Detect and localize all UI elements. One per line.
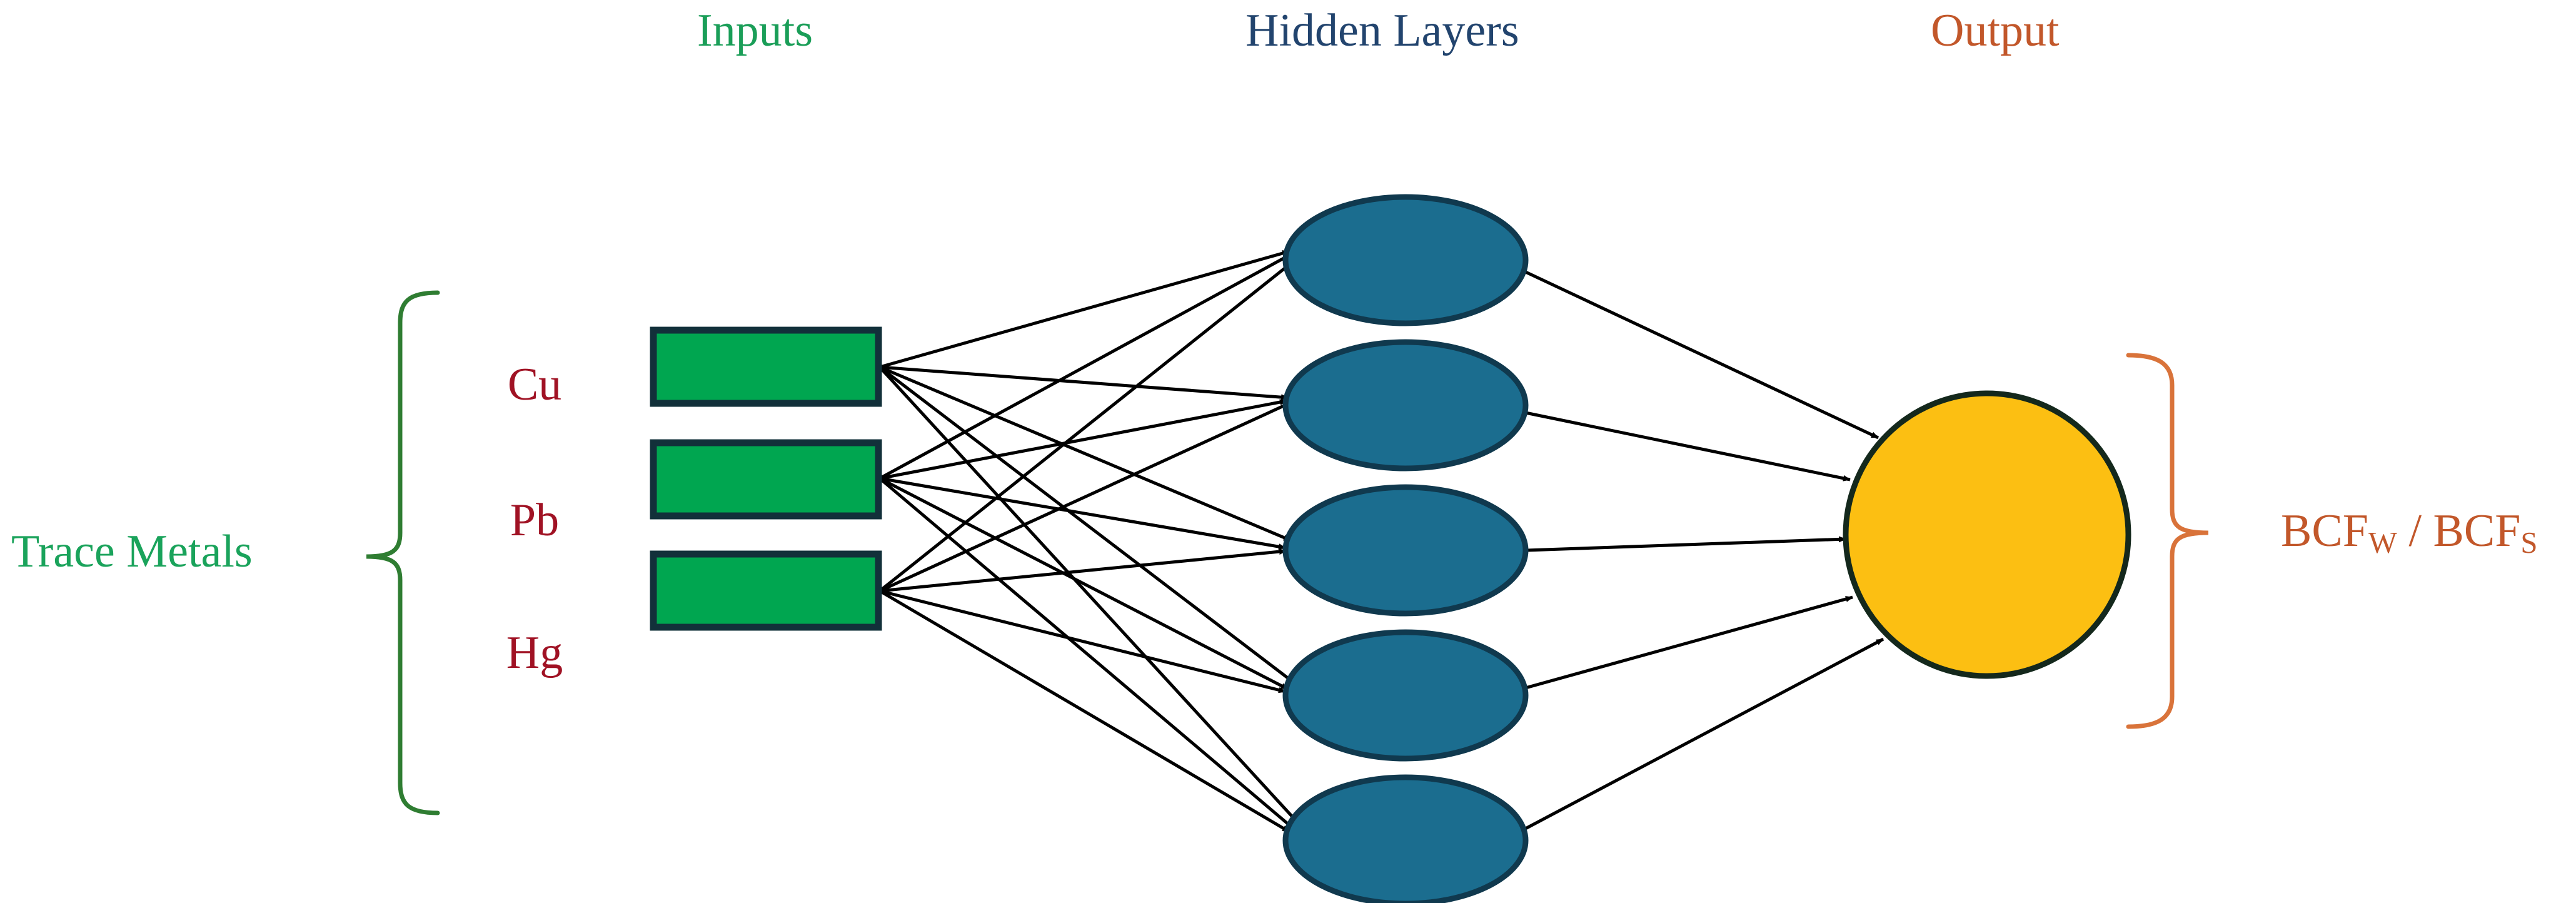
column-header-inputs: Inputs: [697, 5, 813, 56]
edge-cu-h3: [879, 365, 1291, 542]
edge-h4-out: [1525, 595, 1853, 690]
hidden-node-group: [1282, 194, 1529, 903]
trace-metals-label: Trace Metals: [11, 526, 253, 577]
edge-group-hidden-to-output: [1523, 270, 1884, 831]
output-value-subscript-w: W: [2368, 525, 2397, 560]
edge-cu-h5: [878, 366, 1301, 825]
hidden-node-1[interactable]: [1282, 194, 1529, 326]
input-label-hg: Hg: [506, 627, 563, 679]
edge-h1-out: [1523, 270, 1879, 440]
output-value-separator: /: [2397, 505, 2433, 557]
edge-h3-out: [1526, 536, 1846, 552]
output-node-bcf[interactable]: [1843, 390, 2131, 679]
hidden-node-4[interactable]: [1282, 629, 1529, 762]
column-header-hidden-layers: Hidden Layers: [1245, 5, 1519, 56]
input-label-cu: Cu: [507, 359, 562, 410]
output-node-group: [1843, 390, 2131, 679]
input-node-cu[interactable]: [650, 326, 882, 407]
input-node-hg[interactable]: [650, 550, 882, 631]
edge-hg-h2: [878, 401, 1292, 593]
edge-pb-h2: [879, 399, 1287, 480]
input-label-pb: Pb: [510, 495, 560, 546]
hidden-node-2[interactable]: [1282, 339, 1529, 472]
output-value-subscript-s: S: [2520, 525, 2538, 560]
edge-hg-h3: [879, 548, 1287, 593]
edge-group-input-to-hidden: [878, 250, 1301, 834]
output-brace: [2126, 353, 2209, 729]
edge-hg-h4: [879, 589, 1286, 694]
input-node-pb[interactable]: [650, 439, 882, 520]
edge-h2-out: [1525, 411, 1851, 482]
output-value-prefix-2: BCF: [2433, 505, 2521, 557]
input-node-group: [650, 326, 882, 631]
hidden-node-3[interactable]: [1282, 484, 1529, 617]
edge-h5-out: [1523, 637, 1884, 831]
output-value-prefix-1: BCF: [2281, 505, 2368, 557]
edge-hg-h5: [878, 589, 1291, 834]
trace-metals-brace: [366, 290, 440, 815]
edge-cu-h4: [878, 366, 1296, 684]
output-value-label: BCFW / BCFS: [2281, 505, 2538, 558]
edge-pb-h5: [878, 477, 1296, 830]
edge-hg-h1: [878, 256, 1299, 592]
edge-pb-h4: [878, 477, 1289, 691]
edge-pb-h3: [879, 477, 1286, 550]
column-header-output: Output: [1931, 5, 2060, 56]
hidden-node-5[interactable]: [1282, 774, 1529, 903]
edge-cu-h2: [879, 365, 1289, 401]
edge-cu-h1: [879, 250, 1290, 369]
edge-pb-h1: [878, 252, 1293, 480]
